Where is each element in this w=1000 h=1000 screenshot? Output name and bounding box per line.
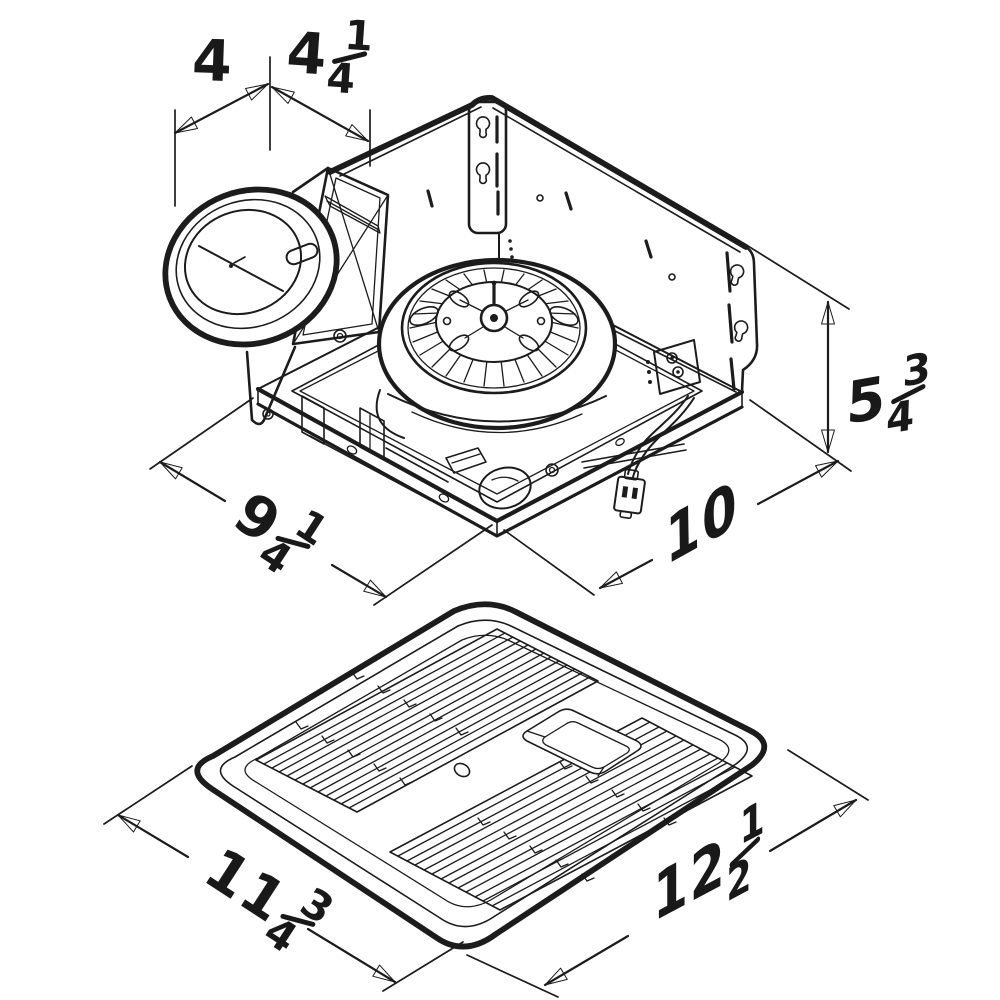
power-cord-plug [613,339,701,520]
blower-vanes [409,269,579,387]
dim-value: 4 [191,27,235,96]
fan-housing-drawing [162,94,759,538]
dim-fraction: 3 4 [885,342,932,445]
dim-label-duct-width: 4 [191,27,235,96]
dim-housing-height-lines [747,245,852,472]
dim-grille-width-lines [103,765,464,992]
blower-hub [409,280,579,363]
dim-duct-transition-lines [268,80,372,167]
dim-grille-depth-lines [466,749,869,998]
grille-recess [522,708,642,777]
dim-fraction: 1 4 [324,10,375,104]
dim-label-duct-transition: 4 1 4 [284,10,375,104]
dimension-lines [103,56,869,998]
dim-duct-width-lines [171,56,272,207]
dim-housing-depth-lines [503,454,842,596]
grille-inner-edge [219,619,749,928]
blower-wheel [375,257,618,439]
dim-value: 5 [845,363,889,439]
wall-keyhole-slots [725,251,750,391]
louver-panel-upper [255,628,599,813]
fan-motor [262,329,532,510]
grille-drawing [194,601,768,950]
grille-outer-edge [194,601,768,950]
duct-connector [162,166,390,426]
dim-value: 4 [284,19,331,89]
dim-housing-width-lines [149,397,493,606]
mounting-bracket [467,100,514,267]
dim-fraction: 1 2 [726,788,765,914]
dim-label-housing-height: 5 3 4 [845,342,932,448]
